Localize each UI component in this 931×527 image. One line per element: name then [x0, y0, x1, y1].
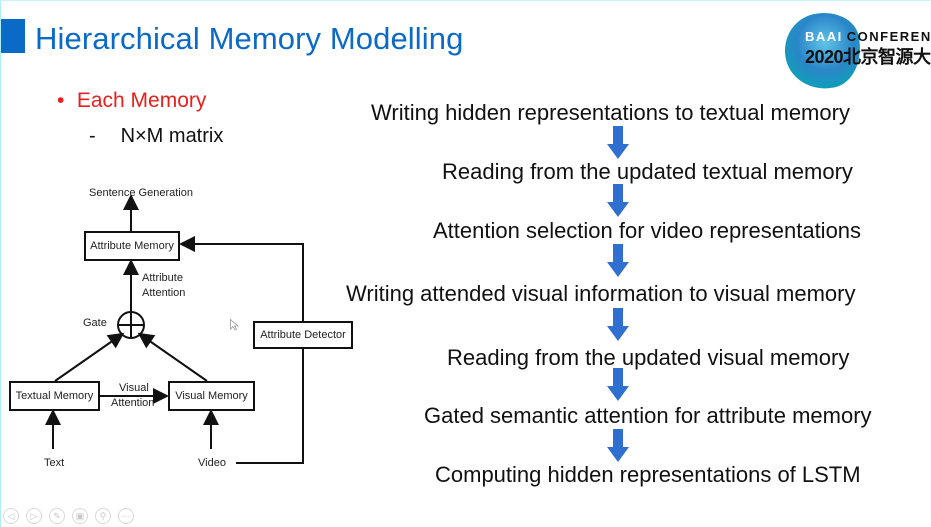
down-arrow-icon	[607, 368, 629, 401]
zoom-button[interactable]: ⚲	[95, 508, 111, 524]
more-options-button[interactable]: ···	[118, 508, 134, 524]
label-attribute-attention-1: Attribute	[142, 272, 183, 284]
down-arrow-icon	[607, 308, 629, 341]
subbullet-marker: -	[89, 125, 96, 147]
process-steps: Writing hidden representations to textua…	[341, 96, 911, 496]
next-slide-button[interactable]: ▷	[26, 508, 42, 524]
label-visual-attention-1: Visual	[119, 382, 149, 394]
step-4: Writing attended visual information to v…	[346, 281, 856, 306]
box-attribute-memory: Attribute Memory	[84, 231, 180, 261]
label-text-input: Text	[44, 457, 65, 469]
box-visual-memory: Visual Memory	[168, 381, 255, 411]
logo-subtitle: 2020北京智源大会	[805, 47, 931, 67]
logo-brand: BAAI	[805, 29, 843, 44]
arrow-detector-to-attribute-memory	[179, 236, 304, 321]
slide-title: Hierarchical Memory Modelling	[35, 21, 464, 56]
down-arrow-icon	[607, 184, 629, 217]
subbullet-text: N×M matrix	[120, 125, 224, 147]
pen-tool-button[interactable]: ✎	[49, 508, 65, 524]
diagram-connectors	[45, 194, 304, 464]
previous-slide-button[interactable]: ◁	[3, 508, 19, 524]
step-5: Reading from the updated visual memory	[447, 345, 850, 370]
down-arrow-icon	[607, 126, 629, 159]
step-1: Writing hidden representations to textua…	[371, 100, 850, 125]
label-gate: Gate	[83, 317, 107, 329]
subbullet-matrix: - N×M matrix	[89, 125, 223, 148]
mouse-cursor-icon	[230, 319, 239, 331]
step-2: Reading from the updated textual memory	[442, 159, 853, 184]
down-arrow-icon	[607, 244, 629, 277]
box-attribute-detector: Attribute Detector	[253, 321, 353, 349]
label-attribute-attention-2: Attention	[142, 287, 186, 299]
line-video-to-detector	[236, 348, 304, 464]
title-accent-bar	[1, 19, 25, 53]
step-7: Computing hidden representations of LSTM	[435, 462, 861, 487]
label-sentence-generation: Sentence Generation	[89, 187, 193, 199]
arrow-textual-to-gate	[54, 332, 125, 382]
arrow-visual-to-gate	[137, 332, 208, 382]
bullet-marker: •	[57, 89, 65, 112]
label-video-input: Video	[198, 457, 226, 469]
bullet-each-memory: • Each Memory	[57, 89, 206, 113]
step-6: Gated semantic attention for attribute m…	[424, 403, 872, 428]
memory-diagram: Sentence Generation Attribute Memory Att…	[1, 181, 361, 481]
down-arrow-icon	[607, 429, 629, 462]
box-textual-memory: Textual Memory	[9, 381, 100, 411]
logo-conference: CONFERENCE	[846, 29, 931, 44]
bullet-text: Each Memory	[76, 89, 207, 112]
slideshow-controls: ◁ ▷ ✎ ▣ ⚲ ···	[3, 508, 134, 526]
conference-logo: BAAICONFERENCE 2020北京智源大会	[777, 5, 931, 97]
see-all-slides-button[interactable]: ▣	[72, 508, 88, 524]
step-3: Attention selection for video representa…	[433, 218, 862, 243]
label-visual-attention-2: Attention	[111, 397, 155, 409]
